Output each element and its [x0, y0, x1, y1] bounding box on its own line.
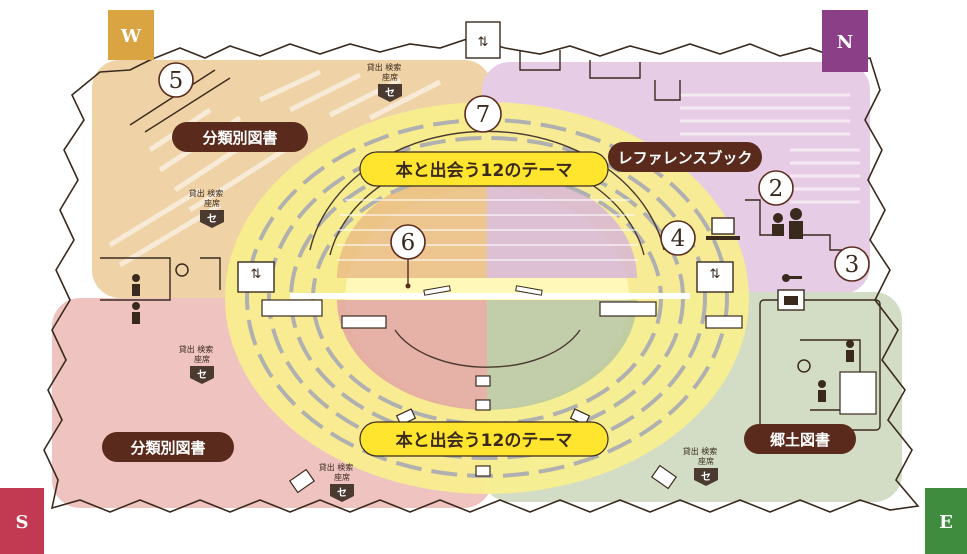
- marker-4-label: 4: [671, 226, 686, 252]
- kiosk-5-badge: セ: [701, 471, 711, 483]
- stairs: [261, 299, 877, 494]
- svg-text:⇅: ⇅: [710, 267, 721, 282]
- kiosk-5-line1: 貸出 検索: [683, 446, 718, 456]
- kiosk-5: 貸出 検索 座席 セ: [683, 446, 718, 486]
- compass-north: N: [822, 10, 868, 72]
- shelf-lines-ne: [680, 93, 860, 204]
- svg-text:⇅: ⇅: [478, 35, 489, 50]
- compass-south: S: [0, 488, 44, 554]
- theme-bottom-pill: 本と出会う12のテーマ: [359, 421, 609, 457]
- compass-north-label: N: [837, 32, 853, 53]
- walls: [100, 50, 881, 431]
- marker-2-label: 2: [769, 176, 784, 202]
- marker-4: 4: [660, 220, 696, 256]
- compass-west-label: W: [120, 26, 142, 47]
- kiosk-3-line1: 貸出 検索: [179, 344, 214, 354]
- kiosk-5-line2: 座席: [698, 456, 714, 466]
- wheelchair-icon: [175, 263, 811, 373]
- nw-label-pill: 分類別図書: [172, 122, 308, 152]
- restroom-icon: [132, 274, 854, 402]
- nw-label: 分類別図書: [202, 129, 277, 147]
- marker-6: 6: [390, 224, 426, 289]
- inner-ne: [487, 168, 637, 278]
- inner-nw: [337, 168, 487, 278]
- kiosk-1-line2: 座席: [382, 72, 398, 82]
- key-icon: [782, 274, 802, 282]
- sw-label-pill: 分類別図書: [102, 432, 234, 462]
- kiosk-2-line2: 座席: [204, 198, 220, 208]
- elevator-icon: ⇅ ⇅ ⇅: [237, 21, 734, 293]
- theme-top-pill: 本と出会う12のテーマ: [359, 151, 609, 187]
- kiosk-2-badge: セ: [207, 213, 217, 225]
- marker-6-label: 6: [401, 230, 416, 256]
- kiosk-1-badge: セ: [385, 87, 395, 99]
- floor-boundary: [43, 37, 920, 513]
- marker-2: 2: [758, 170, 794, 206]
- service-desk-icon: [772, 208, 803, 239]
- kiosk-3-line2: 座席: [194, 354, 210, 364]
- kiosk-2-line1: 貸出 検索: [189, 188, 224, 198]
- compass-east-label: E: [939, 512, 953, 533]
- bench-left: [423, 285, 451, 296]
- kiosk-4-badge: セ: [337, 487, 347, 499]
- theme-top-label: 本と出会う12のテーマ: [396, 160, 573, 181]
- inner-se: [487, 300, 637, 410]
- kiosk-3-badge: セ: [197, 369, 207, 381]
- inner-stripes: [337, 199, 638, 261]
- computer-icon: [706, 217, 740, 240]
- svg-text:⇅: ⇅: [251, 267, 262, 282]
- marker-5-label: 5: [169, 68, 184, 94]
- theme-bottom-label: 本と出会う12のテーマ: [396, 430, 573, 451]
- locker-icon: [777, 289, 805, 311]
- sw-label: 分類別図書: [130, 439, 205, 457]
- compass-west: W: [108, 10, 154, 60]
- compass-south-label: S: [16, 512, 29, 533]
- kiosk-2: 貸出 検索 座席 セ: [189, 188, 224, 228]
- marker-3: 3: [834, 246, 870, 282]
- bench-right: [515, 285, 543, 296]
- kiosk-1: 貸出 検索 座席 セ: [367, 62, 402, 102]
- kiosk-1-line1: 貸出 検索: [367, 62, 402, 72]
- reference-label: レファレンスブック: [618, 149, 753, 167]
- compass-east: E: [925, 488, 967, 554]
- kiosk-4-line1: 貸出 検索: [319, 462, 354, 472]
- local-label-pill: 郷土図書: [744, 424, 856, 454]
- marker-7: 7: [464, 95, 502, 133]
- kiosk-4: 貸出 検索 座席 セ: [319, 462, 354, 502]
- kiosk-4-line2: 座席: [334, 472, 350, 482]
- marker-5: 5: [158, 62, 194, 98]
- reference-label-pill: レファレンスブック: [608, 142, 762, 172]
- marker-7-label: 7: [476, 102, 491, 128]
- marker-3-label: 3: [845, 252, 860, 278]
- local-label: 郷土図書: [770, 431, 830, 449]
- kiosk-3: 貸出 検索 座席 セ: [179, 344, 214, 384]
